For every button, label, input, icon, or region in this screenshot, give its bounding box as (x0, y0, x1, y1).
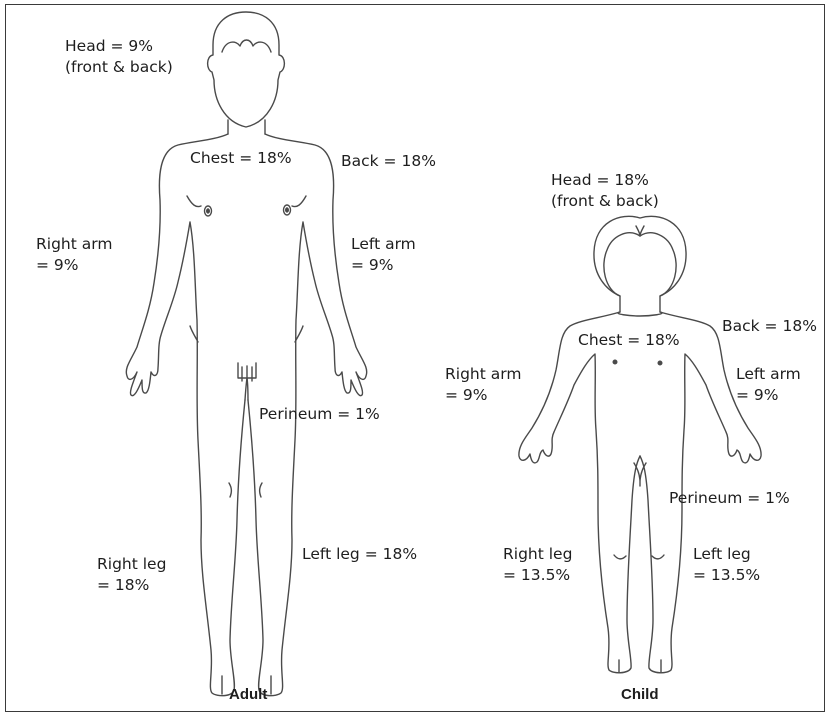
child-head-label-line2: (front & back) (551, 191, 659, 212)
child-right-arm-label-line2: = 9% (445, 385, 521, 406)
adult-perineum-label: Perineum = 1% (259, 404, 380, 425)
adult-right-leg-label: Right leg = 18% (97, 554, 166, 596)
adult-head-label-line2: (front & back) (65, 57, 173, 78)
child-left-arm-label: Left arm = 9% (736, 364, 801, 406)
child-right-arm-label-line1: Right arm (445, 364, 521, 385)
adult-head-outline (208, 12, 285, 127)
child-body-outline (519, 216, 761, 672)
adult-head-label-line1: Head = 9% (65, 36, 173, 57)
adult-right-arm-label-line1: Right arm (36, 234, 112, 255)
child-left-arm-label-line2: = 9% (736, 385, 801, 406)
child-right-leg-label: Right leg = 13.5% (503, 544, 572, 586)
adult-right-side-outline (126, 134, 245, 696)
child-right-arm-label: Right arm = 9% (445, 364, 521, 406)
adult-left-arm-label: Left arm = 9% (351, 234, 416, 276)
adult-back-label: Back = 18% (341, 151, 436, 172)
adult-head-label: Head = 9% (front & back) (65, 36, 173, 78)
child-perineum-label: Perineum = 1% (669, 488, 790, 509)
child-back-label: Back = 18% (722, 316, 817, 337)
adult-chest-label: Chest = 18% (190, 148, 292, 169)
adult-left-arm-label-line1: Left arm (351, 234, 416, 255)
adult-right-leg-label-line1: Right leg (97, 554, 166, 575)
child-head-label-line1: Head = 18% (551, 170, 659, 191)
adult-left-arm-label-line2: = 9% (351, 255, 416, 276)
child-left-leg-label: Left leg = 13.5% (693, 544, 760, 586)
adult-right-arm-label-line2: = 9% (36, 255, 112, 276)
child-head-label: Head = 18% (front & back) (551, 170, 659, 212)
adult-right-leg-label-line2: = 18% (97, 575, 166, 596)
child-head-outline (594, 216, 686, 316)
child-left-leg-label-line2: = 13.5% (693, 565, 760, 586)
child-caption: Child (621, 686, 659, 703)
child-right-leg-label-line1: Right leg (503, 544, 572, 565)
adult-caption: Adult (229, 686, 267, 703)
adult-right-arm-label: Right arm = 9% (36, 234, 112, 276)
child-right-side-outline (519, 312, 640, 673)
child-left-leg-label-line1: Left leg (693, 544, 760, 565)
child-left-arm-label-line1: Left arm (736, 364, 801, 385)
child-right-leg-label-line2: = 13.5% (503, 565, 572, 586)
child-chest-label: Chest = 18% (578, 330, 680, 351)
adult-left-leg-label: Left leg = 18% (302, 544, 417, 565)
